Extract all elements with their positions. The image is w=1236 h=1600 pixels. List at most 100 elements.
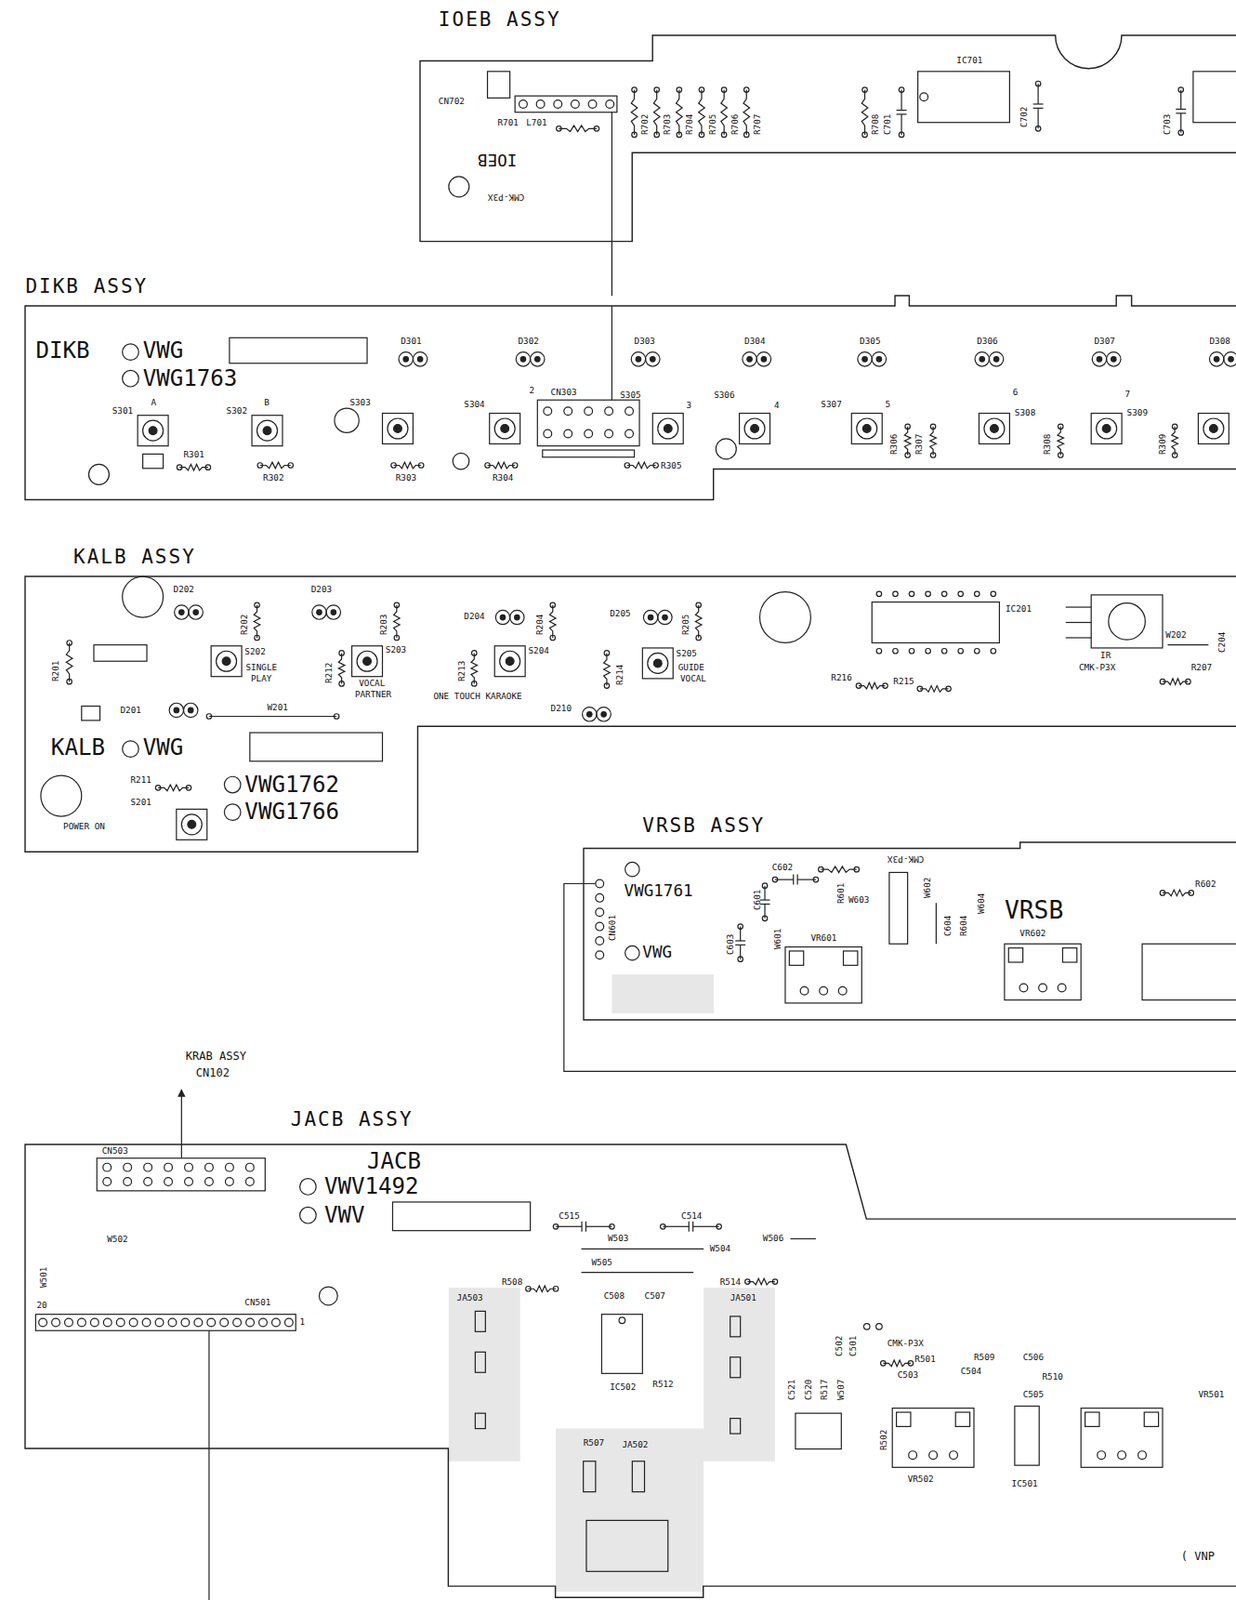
led-symbol (1209, 352, 1223, 367)
pad (696, 602, 701, 607)
component-label: D308 (1209, 336, 1230, 345)
pad (929, 1450, 938, 1460)
capacitor-symbol (693, 1225, 720, 1227)
pad (552, 1285, 558, 1290)
resistor-symbol (338, 652, 345, 684)
pad (930, 423, 935, 429)
switch-symbol (657, 418, 679, 439)
pad (1097, 1450, 1106, 1460)
potentiometer-symbol (1062, 947, 1077, 962)
led-symbol (993, 356, 999, 362)
pad (181, 1317, 190, 1327)
component-label: S303 (349, 397, 370, 407)
component-label: R702 (640, 113, 649, 134)
inspection-stamp (487, 71, 511, 99)
pad (164, 1162, 173, 1171)
pad (595, 936, 605, 946)
component-label: R204 (535, 613, 544, 634)
pad (103, 1317, 112, 1327)
component-label: 6 (1012, 387, 1019, 396)
component-label: C504 (960, 1366, 982, 1375)
resistor-symbol (631, 90, 638, 135)
ir-receiver-symbol (1108, 603, 1146, 641)
switch-symbol (382, 413, 414, 445)
pad (116, 1317, 125, 1327)
pad (1171, 423, 1177, 429)
silkscreen-shading (555, 1428, 704, 1592)
led-symbol (1223, 352, 1236, 367)
pad (604, 429, 614, 438)
circuit-board: KALB ASSY (25, 576, 1236, 852)
pad (698, 131, 704, 137)
component-label: R307 (914, 433, 923, 455)
component-label: SINGLE (245, 662, 277, 671)
led-symbol (631, 352, 645, 367)
component-label: PARTNER (355, 689, 392, 698)
pad (862, 87, 868, 93)
resistor-symbol (695, 604, 702, 638)
component-label: VWG1766 (244, 800, 340, 823)
component-label: 2 (529, 385, 536, 395)
switch-symbol (653, 658, 662, 668)
marking-circle (223, 775, 241, 793)
pad (893, 591, 898, 596)
component-label: C515 (558, 1210, 579, 1220)
marking-circle (122, 343, 140, 361)
resistor-symbol (260, 461, 291, 469)
component-label: CMK-P3X (1078, 662, 1116, 671)
component-label: D301 (400, 336, 421, 345)
marking-circle (300, 1206, 317, 1223)
capacitor-symbol (555, 1225, 582, 1227)
resistor-symbol (653, 90, 660, 135)
pad (604, 650, 609, 656)
assembly-title: IOEB ASSY (438, 10, 562, 30)
mounting-hole (760, 591, 812, 644)
pad (876, 1323, 883, 1330)
switch-symbol (1091, 413, 1122, 445)
component-label: 3 (686, 400, 693, 409)
pad (1019, 983, 1028, 992)
capacitor-symbol (735, 944, 746, 946)
component-label: 7 (1124, 389, 1131, 398)
led-symbol (412, 352, 427, 367)
connector-symbol (514, 95, 618, 113)
mounting-hole (715, 438, 737, 460)
component-label: D305 (859, 336, 881, 345)
pad (184, 1177, 194, 1186)
jack-contact (586, 1519, 669, 1571)
ir-receiver-symbol (1091, 594, 1163, 648)
switch-symbol (356, 650, 378, 671)
led-symbol (643, 609, 658, 624)
resistor-symbol (676, 90, 684, 135)
component-label: VR602 (1019, 928, 1046, 937)
resistor-symbol (861, 90, 868, 135)
board-outline-frame (25, 576, 1236, 852)
pad (898, 131, 904, 137)
marking-circle (300, 1178, 317, 1196)
led-symbol (330, 609, 336, 615)
assembly-title: DIKB ASSY (25, 276, 148, 297)
jack-contact (730, 1315, 741, 1337)
mounting-hole (334, 407, 359, 433)
pad (941, 591, 947, 596)
switch-symbol (856, 418, 878, 439)
pad (1159, 890, 1165, 895)
resistor-symbol (1162, 889, 1192, 896)
resistor-symbol (627, 461, 657, 469)
pad (595, 921, 605, 931)
switch-symbol (143, 420, 164, 441)
component-label: D204 (463, 611, 485, 620)
component-label: S201 (130, 797, 151, 806)
pad (949, 1450, 959, 1460)
pad (660, 1223, 666, 1229)
led-symbol (650, 356, 656, 362)
pad (1117, 1450, 1127, 1460)
switch-symbol (210, 645, 242, 677)
component-label: W507 (836, 1378, 845, 1399)
switch-symbol (851, 413, 882, 445)
pad (257, 462, 263, 468)
component-label: R203 (379, 613, 388, 634)
pad (762, 915, 767, 921)
ic-symbol (1014, 1405, 1039, 1465)
